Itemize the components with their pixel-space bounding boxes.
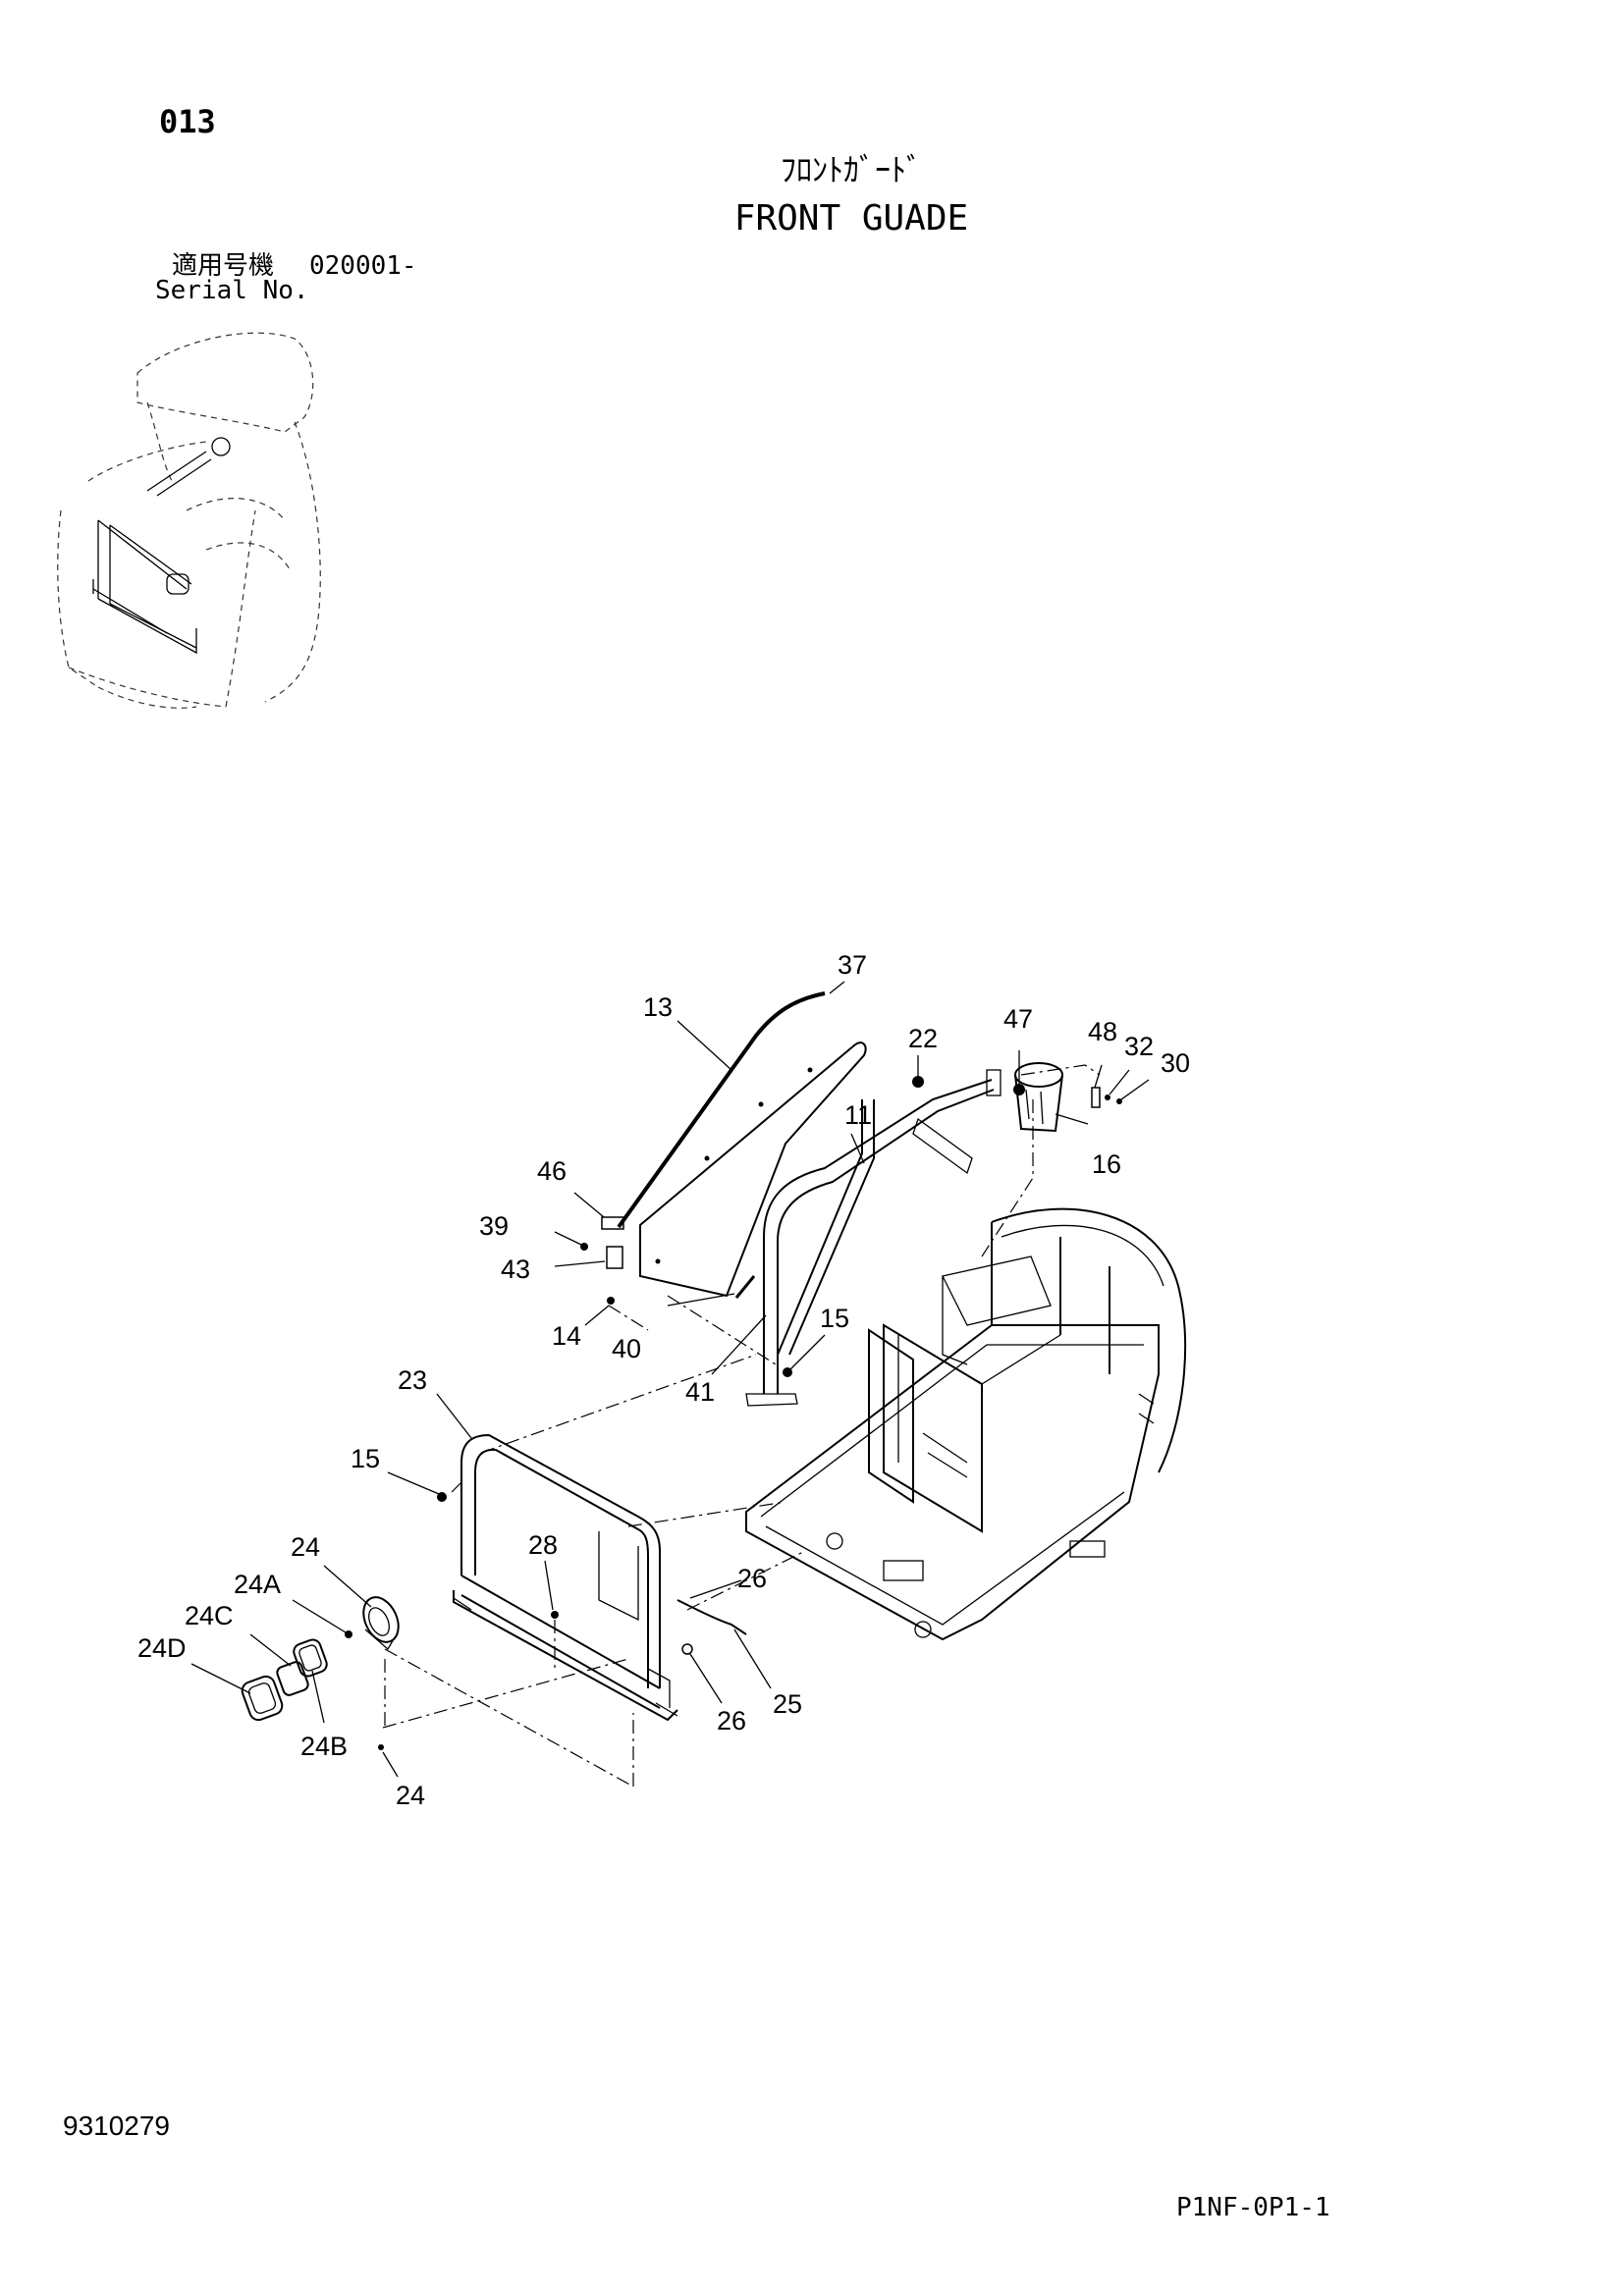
callout-41: 41 [685, 1377, 715, 1407]
callout-16: 16 [1092, 1149, 1121, 1179]
part-24-screw [378, 1744, 384, 1750]
callout-15-upper: 15 [820, 1304, 849, 1333]
leader-lines [190, 981, 1150, 1778]
callout-39: 39 [479, 1211, 509, 1241]
callout-24D: 24D [137, 1633, 187, 1663]
title-japanese: ﾌﾛﾝﾄｶﾞｰﾄﾞ [780, 151, 922, 188]
work-light-24 [362, 1596, 400, 1651]
callout-24-upper: 24 [291, 1532, 320, 1562]
serial-label-english: Serial No. [155, 276, 309, 305]
part-47 [1013, 1084, 1025, 1095]
overview-thumbnail [57, 332, 321, 709]
callout-11: 11 [844, 1100, 872, 1130]
part-48 [1091, 1087, 1101, 1108]
seal-strip-37 [617, 991, 826, 1229]
callout-37: 37 [838, 950, 867, 980]
front-guard-23 [453, 1433, 678, 1722]
callout-46: 46 [537, 1156, 567, 1186]
serial-label-japanese: 適用号機 [172, 251, 275, 281]
part-15a [783, 1367, 792, 1377]
page-code: P1NF-0P1-1 [1176, 2193, 1330, 2222]
callout-43: 43 [501, 1255, 530, 1284]
part-46 [601, 1216, 624, 1230]
part-40 [734, 1275, 756, 1299]
callout-labels: 37 13 22 47 48 32 30 11 16 46 39 43 14 4… [137, 950, 1190, 1810]
callout-28: 28 [528, 1530, 558, 1560]
part-30 [1116, 1098, 1122, 1104]
part-32 [1105, 1095, 1110, 1100]
callout-48: 48 [1088, 1017, 1117, 1046]
callout-32: 32 [1124, 1032, 1154, 1061]
callout-24A: 24A [234, 1570, 281, 1599]
callout-24C: 24C [185, 1601, 234, 1630]
cup-holder-16 [1014, 1062, 1063, 1133]
callout-14: 14 [552, 1321, 581, 1351]
callout-26-lower: 26 [717, 1706, 746, 1735]
callout-30: 30 [1161, 1048, 1190, 1078]
part-43 [606, 1246, 623, 1269]
part-39 [580, 1243, 588, 1251]
side-panel [639, 1041, 867, 1298]
callout-25: 25 [773, 1689, 802, 1719]
cab-floor-frame [745, 1207, 1187, 1641]
callout-47: 47 [1003, 1004, 1033, 1034]
part-28 [551, 1611, 559, 1619]
title-english: FRONT GUADE [733, 198, 969, 239]
harness-25 [677, 1599, 747, 1635]
callout-23: 23 [398, 1365, 427, 1395]
part-15b [437, 1492, 447, 1502]
lens-parts [241, 1638, 328, 1722]
part-14 [607, 1297, 615, 1305]
part-26b [681, 1643, 693, 1655]
part-24A [345, 1630, 352, 1638]
callout-40: 40 [612, 1334, 641, 1363]
callout-15-lower: 15 [351, 1444, 380, 1473]
hardware-small-parts [345, 1076, 1122, 1750]
serial-value: 020001- [309, 251, 417, 281]
guard-bar-11 [745, 1069, 1001, 1407]
callout-24B: 24B [300, 1732, 348, 1761]
callout-22: 22 [908, 1024, 938, 1053]
document-number: 9310279 [63, 2110, 171, 2141]
callout-26-upper: 26 [737, 1564, 767, 1593]
callout-13: 13 [643, 992, 673, 1022]
page-number: 013 [159, 103, 216, 140]
part-22 [912, 1076, 924, 1088]
assembly-lines [382, 1064, 1101, 1788]
callout-24-lower: 24 [396, 1781, 425, 1810]
